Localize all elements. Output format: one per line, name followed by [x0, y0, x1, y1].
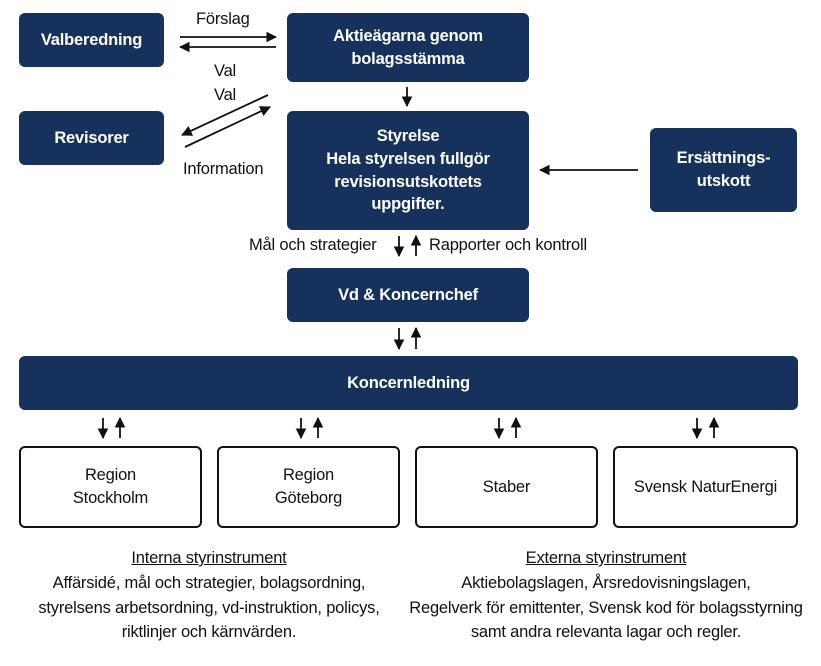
externa-text: Aktiebolagslagen, Årsredovisningslagen, …	[409, 573, 803, 642]
svensk-naturenergi-box: Svensk NaturEnergi	[613, 446, 798, 528]
val-label-1: Val	[214, 62, 237, 80]
ersattningsutskott-box: Ersättnings- utskott	[650, 128, 797, 212]
valberedning-box: Valberedning	[19, 13, 164, 67]
information-arrow	[184, 106, 271, 148]
rapporter-label: Rapporter och kontroll	[429, 236, 587, 254]
val-arrow-2	[181, 94, 269, 136]
interna-text: Affärsidé, mål och strategier, bolagsord…	[38, 573, 380, 642]
koncernledning-box: Koncernledning	[19, 356, 798, 410]
styrelse-box: Styrelse Hela styrelsen fullgör revision…	[287, 111, 529, 230]
externa-section: Externa styrinstrument Aktiebolagslagen,…	[404, 546, 808, 645]
forslag-label: Förslag	[196, 10, 250, 28]
interna-section: Interna styrinstrument Affärsidé, mål oc…	[19, 546, 399, 645]
val-label-2: Val	[214, 86, 237, 104]
externa-title: Externa styrinstrument	[525, 549, 687, 567]
interna-title: Interna styrinstrument	[131, 549, 287, 567]
revisorer-box: Revisorer	[19, 111, 164, 165]
region-stockholm-box: Region Stockholm	[19, 446, 202, 528]
mal-label: Mål och strategier	[249, 236, 377, 254]
vd-koncernchef-box: Vd & Koncernchef	[287, 268, 529, 322]
region-goteborg-box: Region Göteborg	[217, 446, 400, 528]
aktieagare-box: Aktieägarna genom bolagsstämma	[287, 13, 529, 82]
information-label: Information	[183, 160, 264, 178]
staber-box: Staber	[415, 446, 598, 528]
